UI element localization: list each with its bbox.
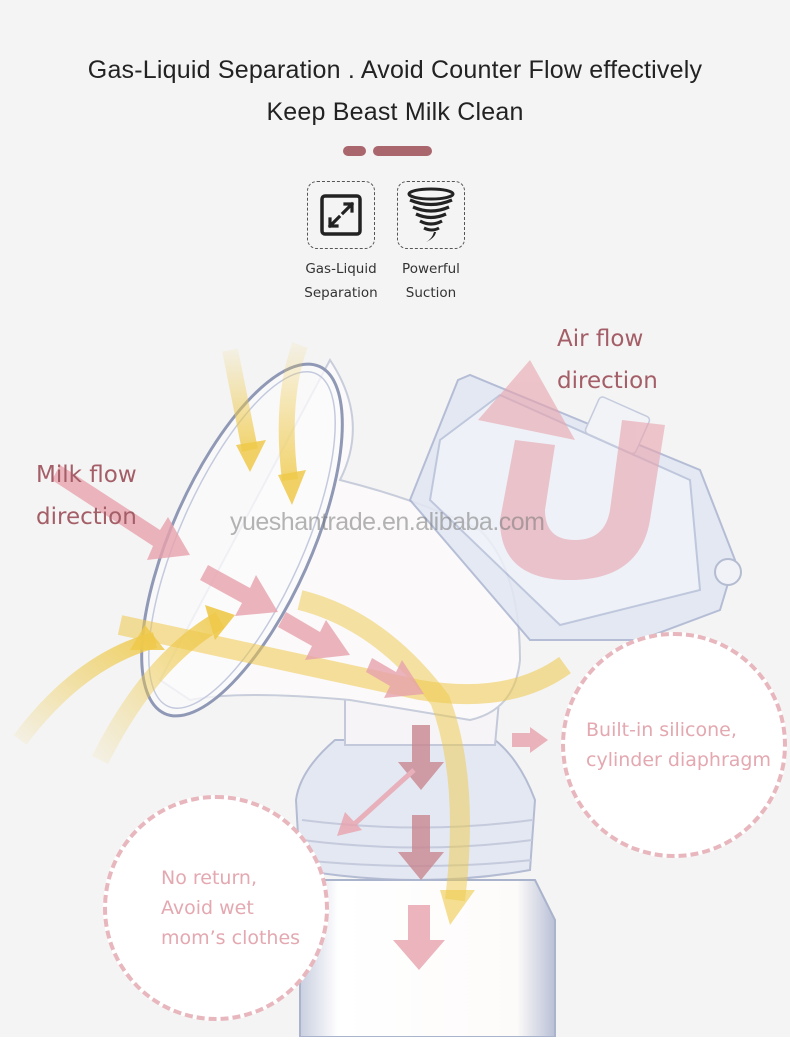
air-flow-u-arrow <box>478 360 665 580</box>
milk-flow-label: Milk flow direction <box>36 454 137 538</box>
callout-line: Avoid wet <box>161 897 254 919</box>
callout-diaphragm: Built-in silicone, cylinder diaphragm <box>561 632 787 858</box>
callout-line: cylinder diaphragm <box>586 749 771 771</box>
milk-flow-label-line1: Milk flow <box>36 462 137 488</box>
tornado-icon <box>407 187 455 242</box>
feature-powerful-suction: Powerful Suction <box>391 181 471 305</box>
bottom-strip <box>0 1037 790 1047</box>
divider-pill-long <box>373 146 432 156</box>
feature-label-line1: Powerful <box>402 261 460 277</box>
air-flow-label: Air flow direction <box>557 318 658 402</box>
feature-label-line2: Separation <box>304 285 378 301</box>
callout-no-return-text: No return, Avoid wet mom’s clothes <box>161 863 300 953</box>
feature-icon-box <box>397 181 465 249</box>
feature-label-line1: Gas-Liquid <box>305 261 377 277</box>
headline-line-1: Gas-Liquid Separation . Avoid Counter Fl… <box>87 56 703 84</box>
watermark: yueshantrade.en.alibaba.com <box>230 508 545 536</box>
callout-line: mom’s clothes <box>161 927 301 949</box>
callout-line: Built-in silicone, <box>586 719 737 741</box>
feature-label: Gas-Liquid Separation <box>301 257 381 305</box>
callout-no-return: No return, Avoid wet mom’s clothes <box>103 795 329 1021</box>
callout-diaphragm-text: Built-in silicone, cylinder diaphragm <box>586 715 771 775</box>
pink-milkflow-arrows <box>52 465 548 970</box>
feature-label: Powerful Suction <box>391 257 471 305</box>
air-flow-label-line2: direction <box>557 368 658 394</box>
feature-gas-liquid-separation: Gas-Liquid Separation <box>301 181 381 305</box>
air-flow-label-line1: Air flow <box>557 326 644 352</box>
milk-flow-label-line2: direction <box>36 504 137 530</box>
feature-label-line2: Suction <box>405 285 457 301</box>
callout-line: No return, <box>161 867 258 889</box>
decorative-divider <box>343 146 432 156</box>
expand-arrows-icon <box>320 194 362 236</box>
divider-pill-short <box>343 146 366 156</box>
feature-icon-box <box>307 181 375 249</box>
headline-line-2: Keep Beast Milk Clean <box>266 98 524 126</box>
